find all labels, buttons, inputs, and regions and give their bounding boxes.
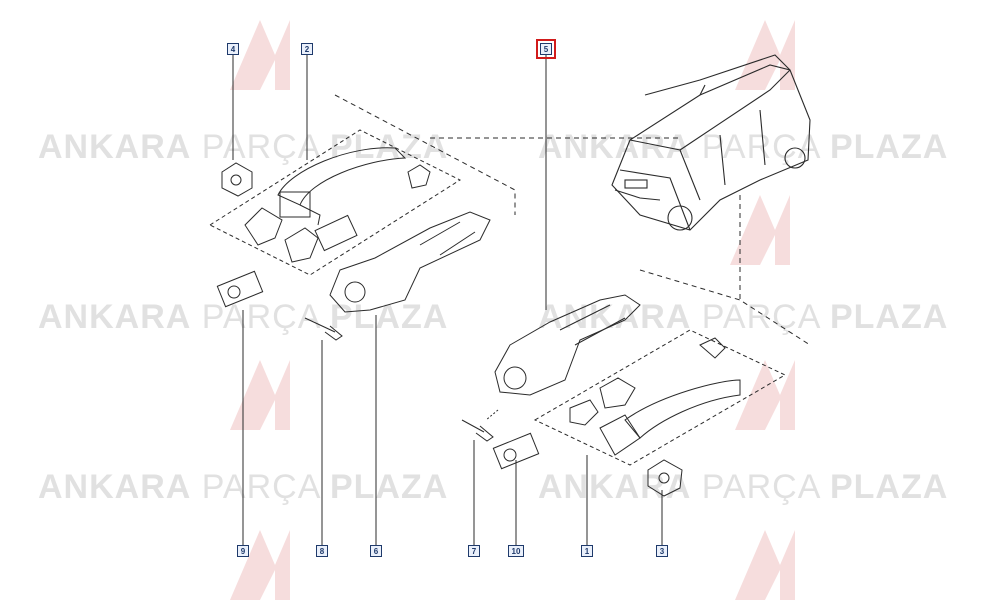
callout-2[interactable]: 2: [301, 43, 313, 55]
part-handle-right: [624, 379, 741, 439]
callout-3[interactable]: 3: [656, 545, 668, 557]
callout-7[interactable]: 7: [468, 545, 480, 557]
watermark-text: ANKARA PARÇA PLAZA: [538, 298, 949, 336]
callout-5-selected[interactable]: 5: [536, 39, 556, 59]
watermark-logo-icon: [735, 530, 795, 600]
van-illustration: [611, 54, 811, 231]
part-gasket-right: [492, 432, 540, 470]
part-frame-right: [494, 294, 641, 396]
right-group-outline: [533, 329, 787, 466]
callout-9[interactable]: 9: [237, 545, 249, 557]
watermark-logo-icon: [730, 195, 790, 265]
part-end-cap-right: [647, 459, 683, 497]
part-frame-left: [329, 211, 491, 313]
watermark-logo-icon: [735, 20, 795, 90]
watermark-text: ANKARA PARÇA PLAZA: [538, 128, 949, 166]
watermark-text: ANKARA PARÇA PLAZA: [38, 128, 449, 166]
leader-dashed: [334, 94, 516, 215]
watermark-text: ANKARA PARÇA PLAZA: [538, 468, 949, 506]
callout-8[interactable]: 8: [316, 545, 328, 557]
part-pin-right: [461, 419, 494, 442]
part-handle-left: [277, 147, 407, 206]
part-carrier-cap: [244, 207, 283, 246]
part-end-cap-left: [221, 162, 253, 197]
left-group-outline: [208, 129, 462, 276]
watermark-logo-icon: [230, 530, 290, 600]
part-pin-left: [304, 317, 343, 341]
callout-10[interactable]: 10: [508, 545, 524, 557]
watermark-logo-icon: [230, 20, 290, 90]
callout-1[interactable]: 1: [581, 545, 593, 557]
watermark-text: ANKARA PARÇA PLAZA: [38, 468, 449, 506]
leader-dashed: [485, 409, 499, 421]
callout-6[interactable]: 6: [370, 545, 382, 557]
watermark-text: ANKARA PARÇA PLAZA: [38, 298, 449, 336]
part-gasket-left: [216, 270, 264, 308]
watermark-logo-icon: [230, 360, 290, 430]
leader-dashed: [639, 269, 811, 346]
callout-4[interactable]: 4: [227, 43, 239, 55]
watermark-logo-icon: [735, 360, 795, 430]
